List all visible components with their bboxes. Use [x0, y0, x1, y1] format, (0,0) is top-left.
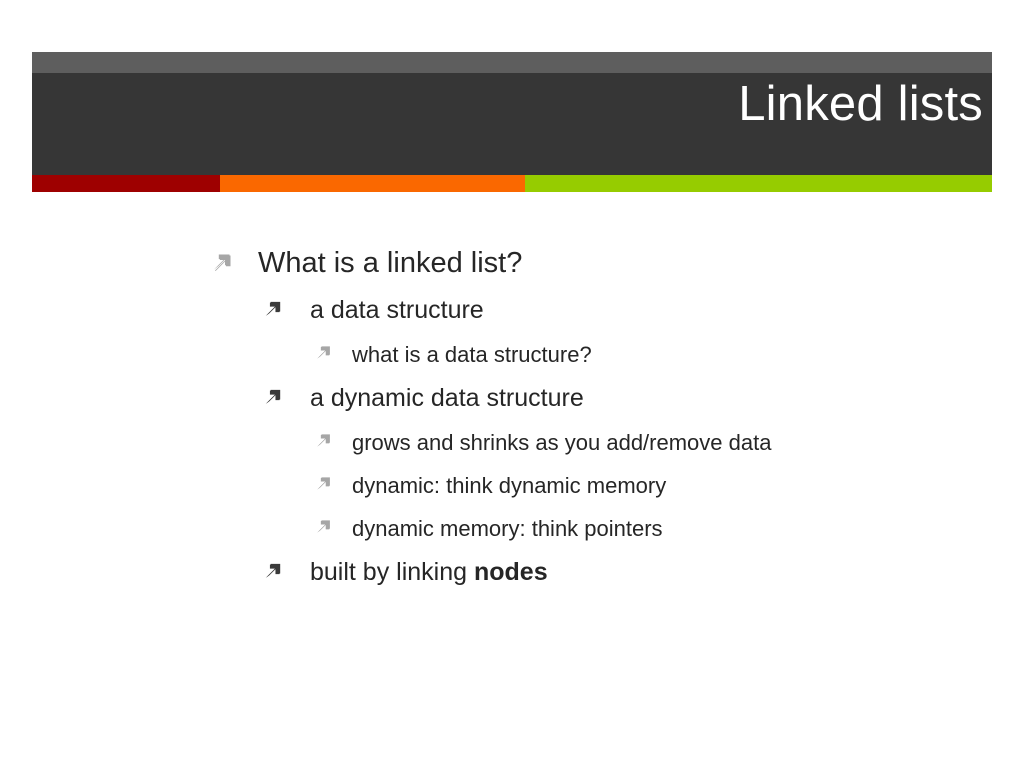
- outline-item-level2: a data structure: [0, 288, 1024, 333]
- outline-item-label: dynamic: think dynamic memory: [352, 473, 667, 498]
- outline-item-label: grows and shrinks as you add/remove data: [352, 430, 772, 455]
- outline-item-label: what is a data structure?: [352, 342, 592, 367]
- accent-segment-green: [525, 175, 992, 192]
- arrow-northeast-icon: [261, 559, 286, 584]
- accent-segment-orange: [220, 175, 525, 192]
- outline-item-level2: a dynamic data structure: [0, 376, 1024, 421]
- arrow-northeast-icon: [313, 342, 335, 364]
- outline-item-label: a data structure: [310, 296, 484, 324]
- accent-segment-red: [32, 175, 220, 192]
- arrow-northeast-icon: [261, 297, 286, 322]
- outline-item-label: built by linking nodes: [310, 550, 548, 595]
- outline-item-label: dynamic memory: think pointers: [352, 516, 663, 541]
- header-top-strip: [32, 52, 992, 73]
- outline-item-label-text: built by linking: [310, 558, 474, 586]
- arrow-northeast-icon: [313, 473, 335, 495]
- page-title: Linked lists: [738, 77, 983, 131]
- outline-item-level2: built by linking nodes: [0, 550, 1024, 595]
- header-title-band: [32, 73, 992, 175]
- outline-item-level3: grows and shrinks as you add/remove data: [0, 421, 1024, 464]
- outline-item-level3: dynamic memory: think pointers: [0, 507, 1024, 550]
- outline-item-level3: dynamic: think dynamic memory: [0, 464, 1024, 507]
- arrow-northeast-icon: [208, 249, 236, 277]
- accent-color-bar: [32, 175, 992, 192]
- arrow-northeast-icon: [313, 430, 335, 452]
- outline-item-level3: what is a data structure?: [0, 333, 1024, 376]
- outline-item-label-emphasis: nodes: [473, 558, 548, 586]
- slide-body: What is a linked list? a data structure …: [0, 238, 1024, 595]
- slide-header: Linked lists: [32, 52, 992, 192]
- outline-item-level1: What is a linked list?: [0, 238, 1024, 288]
- arrow-northeast-icon: [313, 516, 335, 538]
- arrow-northeast-icon: [261, 385, 286, 410]
- outline-item-label: What is a linked list?: [258, 247, 523, 279]
- outline-item-label: a dynamic data structure: [310, 384, 584, 412]
